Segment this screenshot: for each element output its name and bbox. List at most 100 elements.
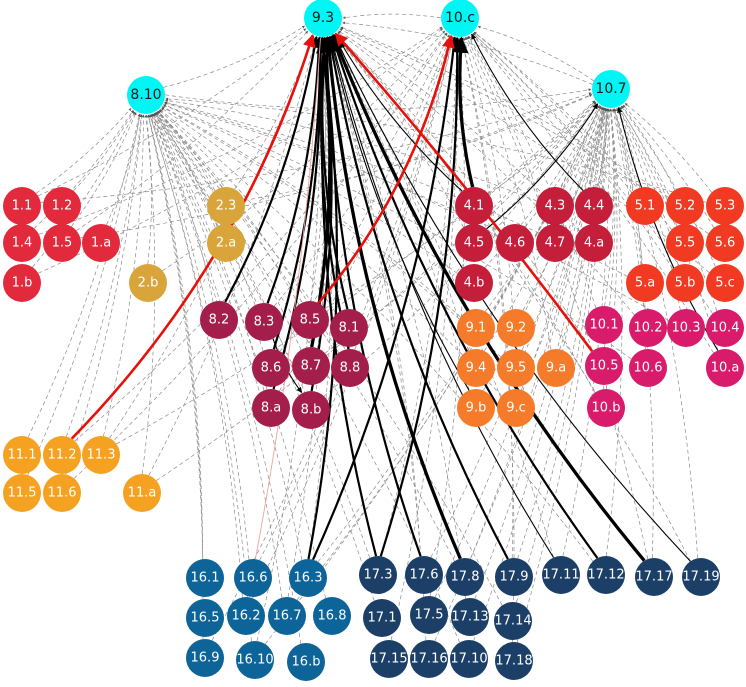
node-10.3[interactable]: 10.3 — [667, 309, 705, 347]
node-8.6[interactable]: 8.6 — [252, 349, 290, 387]
node-1.5[interactable]: 1.5 — [43, 224, 81, 262]
node-16.5[interactable]: 16.5 — [186, 599, 224, 637]
node-16.10-label: 16.10 — [236, 653, 273, 668]
node-4.6[interactable]: 4.6 — [496, 224, 534, 262]
node-17.1[interactable]: 17.1 — [363, 599, 401, 637]
node-8.7[interactable]: 8.7 — [292, 347, 330, 385]
node-16.b[interactable]: 16.b — [287, 643, 325, 681]
node-9.2[interactable]: 9.2 — [497, 309, 535, 347]
node-9.3[interactable]: 9.3 — [304, 0, 342, 37]
node-9.1[interactable]: 9.1 — [457, 309, 495, 347]
node-4.b[interactable]: 4.b — [455, 264, 493, 302]
node-9.c[interactable]: 9.c — [497, 389, 535, 427]
node-17.16[interactable]: 17.16 — [410, 640, 448, 678]
node-17.15[interactable]: 17.15 — [370, 640, 408, 678]
node-16.6[interactable]: 16.6 — [234, 559, 272, 597]
node-10.7[interactable]: 10.7 — [592, 70, 630, 108]
dashed-edge-4.5-to-10.7 — [486, 103, 598, 230]
node-5.5[interactable]: 5.5 — [666, 224, 704, 262]
node-16.10[interactable]: 16.10 — [236, 641, 274, 679]
node-4.4[interactable]: 4.4 — [575, 187, 613, 225]
node-11.3[interactable]: 11.3 — [82, 436, 120, 474]
node-1.5-circle — [43, 224, 81, 262]
node-4.7[interactable]: 4.7 — [536, 224, 574, 262]
node-8.8[interactable]: 8.8 — [331, 349, 369, 387]
node-10.4[interactable]: 10.4 — [706, 309, 744, 347]
node-5.c[interactable]: 5.c — [706, 264, 744, 302]
node-10.4-label: 10.4 — [711, 321, 740, 336]
node-11.2[interactable]: 11.2 — [43, 436, 81, 474]
node-8.5[interactable]: 8.5 — [291, 301, 329, 339]
node-11.6[interactable]: 11.6 — [43, 474, 81, 512]
node-5.1[interactable]: 5.1 — [626, 187, 664, 225]
node-9.b-circle — [457, 389, 495, 427]
node-10.a[interactable]: 10.a — [706, 349, 744, 387]
node-11.5-circle — [3, 474, 41, 512]
node-11.5-label: 11.5 — [8, 486, 37, 501]
node-17.5[interactable]: 17.5 — [410, 596, 448, 634]
node-10.5[interactable]: 10.5 — [585, 347, 623, 385]
edge-8.2-to-9.3 — [224, 35, 321, 303]
node-17.11[interactable]: 17.11 — [542, 556, 580, 594]
node-16.3[interactable]: 16.3 — [289, 559, 327, 597]
node-5.3[interactable]: 5.3 — [706, 187, 744, 225]
node-5.2[interactable]: 5.2 — [666, 187, 704, 225]
node-9.5[interactable]: 9.5 — [497, 349, 535, 387]
node-2.3[interactable]: 2.3 — [207, 187, 245, 225]
node-9.b[interactable]: 9.b — [457, 389, 495, 427]
node-17.18[interactable]: 17.18 — [495, 642, 533, 680]
node-5.a[interactable]: 5.a — [626, 264, 664, 302]
node-11.1[interactable]: 11.1 — [3, 436, 41, 474]
dashed-edge-1.1-to-8.10 — [35, 108, 132, 194]
node-1.a[interactable]: 1.a — [82, 224, 120, 262]
node-17.12[interactable]: 17.12 — [587, 556, 625, 594]
node-17.8[interactable]: 17.8 — [446, 558, 484, 596]
node-16.2[interactable]: 16.2 — [227, 597, 265, 635]
node-17.9[interactable]: 17.9 — [495, 558, 533, 596]
dashed-edge-17.6-to-9.3 — [326, 37, 421, 557]
node-4.3[interactable]: 4.3 — [536, 187, 574, 225]
node-17.3[interactable]: 17.3 — [359, 556, 397, 594]
node-9.4[interactable]: 9.4 — [457, 349, 495, 387]
node-1.b[interactable]: 1.b — [3, 264, 41, 302]
node-10.b[interactable]: 10.b — [587, 389, 625, 427]
node-17.10[interactable]: 17.10 — [450, 640, 488, 678]
node-4.1[interactable]: 4.1 — [455, 187, 493, 225]
node-9.a[interactable]: 9.a — [537, 349, 575, 387]
node-17.6[interactable]: 17.6 — [405, 556, 443, 594]
node-11.a[interactable]: 11.a — [123, 474, 161, 512]
edge-17.12-to-9.3 — [329, 34, 599, 559]
node-4.a[interactable]: 4.a — [575, 224, 613, 262]
node-16.9[interactable]: 16.9 — [186, 639, 224, 677]
node-8.2[interactable]: 8.2 — [200, 301, 238, 339]
node-8.1[interactable]: 8.1 — [330, 309, 368, 347]
node-10.2[interactable]: 10.2 — [629, 309, 667, 347]
node-10.1[interactable]: 10.1 — [585, 306, 623, 344]
node-5.6[interactable]: 5.6 — [706, 224, 744, 262]
node-1.2[interactable]: 1.2 — [43, 187, 81, 225]
node-17.19[interactable]: 17.19 — [682, 558, 720, 596]
node-10.6[interactable]: 10.6 — [629, 349, 667, 387]
node-8.a[interactable]: 8.a — [252, 389, 290, 427]
node-17.17[interactable]: 17.17 — [635, 558, 673, 596]
node-16.8[interactable]: 16.8 — [313, 597, 351, 635]
node-11.5[interactable]: 11.5 — [3, 474, 41, 512]
node-2.b[interactable]: 2.b — [129, 264, 167, 302]
node-1.1[interactable]: 1.1 — [3, 187, 41, 225]
node-17.14[interactable]: 17.14 — [494, 602, 532, 640]
node-16.7[interactable]: 16.7 — [268, 597, 306, 635]
node-10.c[interactable]: 10.c — [441, 0, 479, 37]
node-8.3[interactable]: 8.3 — [245, 303, 283, 341]
node-8.5-circle — [291, 301, 329, 339]
node-16.1[interactable]: 16.1 — [186, 559, 224, 597]
node-5.b[interactable]: 5.b — [666, 264, 704, 302]
dashed-edge-16.10-to-8.10 — [149, 114, 252, 642]
node-8.b[interactable]: 8.b — [292, 391, 330, 429]
node-8.10[interactable]: 8.10 — [127, 76, 165, 114]
node-4.5[interactable]: 4.5 — [455, 224, 493, 262]
node-1.4[interactable]: 1.4 — [3, 224, 41, 262]
node-17.13[interactable]: 17.13 — [451, 598, 489, 636]
dashed-edge-2.3-to-10.7 — [244, 94, 593, 201]
node-2.a[interactable]: 2.a — [207, 224, 245, 262]
